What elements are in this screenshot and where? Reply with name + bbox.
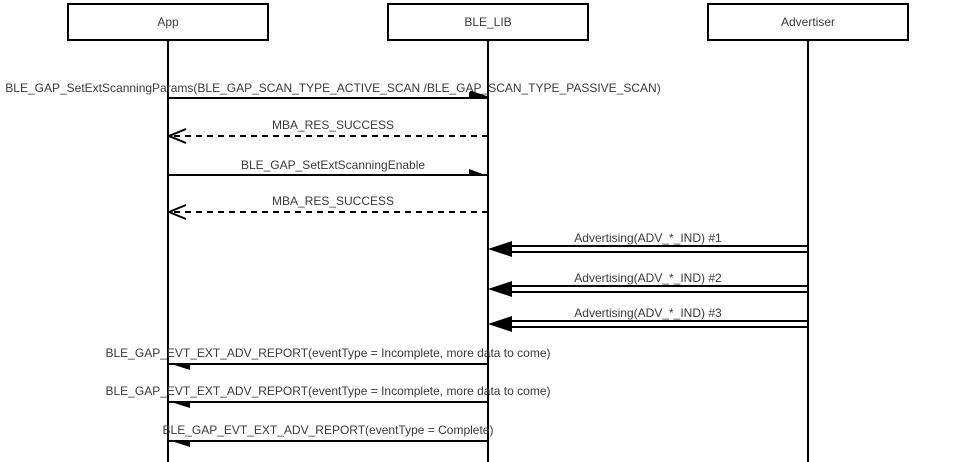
message-arrowhead-6	[488, 281, 512, 297]
message-1[interactable]: BLE_GAP_SetExtScanningParams(BLE_GAP_SCA…	[5, 81, 661, 100]
message-label-8: BLE_GAP_EVT_EXT_ADV_REPORT(eventType = I…	[106, 346, 551, 360]
message-7[interactable]: Advertising(ADV_*_IND) #3	[488, 306, 808, 332]
message-label-7: Advertising(ADV_*_IND) #3	[574, 306, 722, 320]
message-6[interactable]: Advertising(ADV_*_IND) #2	[488, 271, 808, 297]
message-arrowhead-4	[166, 204, 187, 220]
message-8[interactable]: BLE_GAP_EVT_EXT_ADV_REPORT(eventType = I…	[106, 346, 551, 370]
message-label-6: Advertising(ADV_*_IND) #2	[574, 271, 722, 285]
message-arrowhead-8	[168, 363, 190, 370]
message-arrowhead-10	[168, 440, 190, 447]
participant-label-app: App	[157, 15, 179, 29]
participant-label-ble-lib: BLE_LIB	[464, 15, 511, 29]
message-arrowhead-2	[166, 128, 187, 144]
message-label-5: Advertising(ADV_*_IND) #1	[574, 231, 722, 245]
message-label-1: BLE_GAP_SetExtScanningParams(BLE_GAP_SCA…	[5, 81, 660, 95]
participant-box-ble-lib[interactable]	[387, 3, 589, 41]
participant-ble-lib[interactable]: BLE_LIB	[387, 3, 589, 41]
message-arrowhead-fill-1	[469, 92, 488, 99]
message-arrowhead-5	[488, 241, 512, 257]
message-9[interactable]: BLE_GAP_EVT_EXT_ADV_REPORT(eventType = I…	[106, 384, 551, 408]
message-label-2: MBA_RES_SUCCESS	[272, 118, 394, 132]
message-3[interactable]: BLE_GAP_SetExtScanningEnable	[168, 158, 488, 176]
message-label-10: BLE_GAP_EVT_EXT_ADV_REPORT(eventType = C…	[163, 423, 494, 437]
participant-box-app[interactable]	[67, 3, 269, 41]
message-10[interactable]: BLE_GAP_EVT_EXT_ADV_REPORT(eventType = C…	[163, 423, 494, 447]
message-2[interactable]: MBA_RES_SUCCESS	[166, 118, 488, 144]
message-arrowhead-9	[168, 401, 190, 408]
message-label-3: BLE_GAP_SetExtScanningEnable	[241, 158, 425, 172]
participant-app[interactable]: App	[67, 3, 269, 41]
participant-advertiser[interactable]: Advertiser	[707, 3, 909, 41]
message-arrowhead-fill-3	[469, 169, 488, 176]
message-label-9: BLE_GAP_EVT_EXT_ADV_REPORT(eventType = I…	[106, 384, 551, 398]
message-arrowhead-1	[469, 90, 489, 100]
message-arrowhead-7	[488, 316, 512, 332]
participant-label-advertiser: Advertiser	[781, 15, 835, 29]
message-5[interactable]: Advertising(ADV_*_IND) #1	[488, 231, 808, 257]
message-4[interactable]: MBA_RES_SUCCESS	[166, 194, 488, 220]
participant-box-advertiser[interactable]	[707, 3, 909, 41]
message-label-4: MBA_RES_SUCCESS	[272, 194, 394, 208]
